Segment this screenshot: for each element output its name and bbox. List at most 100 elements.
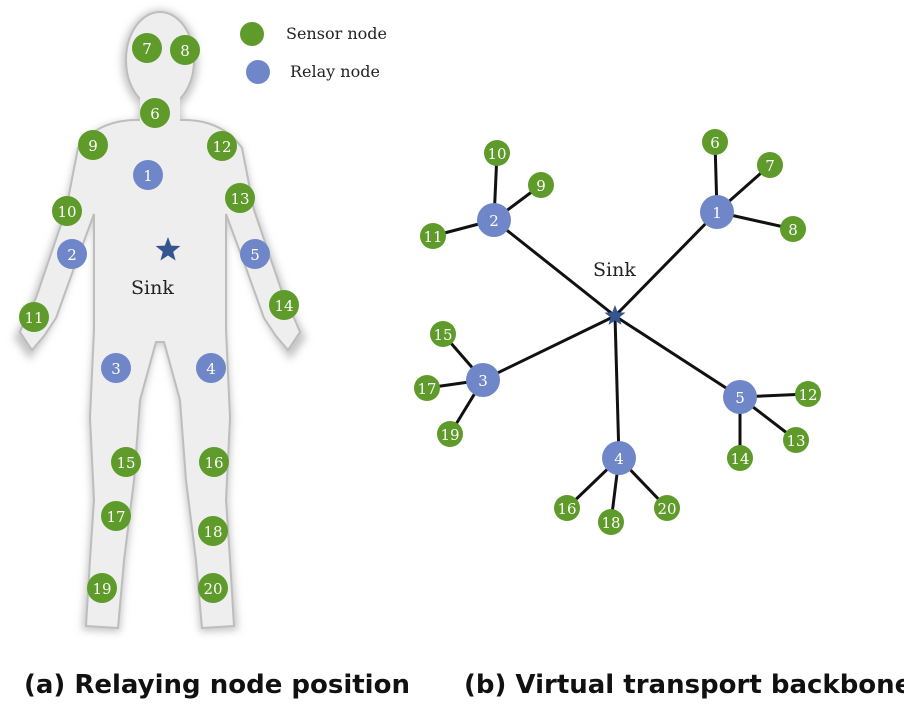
backbone-relay-node-5: 5	[723, 380, 757, 414]
sensor-node-12: 12	[207, 131, 237, 161]
sensor-node-18-label: 18	[203, 523, 222, 541]
legend-relay-label: Relay node	[290, 62, 380, 81]
backbone-sensor-node-14-label: 14	[730, 450, 749, 468]
relay-node-1: 1	[133, 160, 163, 190]
backbone-sensor-node-8: 8	[780, 216, 806, 242]
sensor-node-17-label: 17	[106, 508, 125, 526]
backbone-relay-node-2-label: 2	[489, 212, 499, 230]
sensor-node-16: 16	[199, 447, 229, 477]
legend-sensor-swatch	[240, 22, 264, 46]
backbone-sensor-node-9-label: 9	[536, 177, 546, 195]
legend-relay-swatch	[246, 60, 270, 84]
backbone-sensor-node-8-circle	[780, 216, 806, 242]
sensor-node-7-circle	[132, 33, 162, 63]
relay-node-3-label: 3	[111, 360, 121, 378]
sensor-node-15-label: 15	[116, 454, 135, 472]
backbone-sensor-node-10-circle	[484, 140, 510, 166]
backbone-sensor-node-15-circle	[430, 321, 456, 347]
backbone-relay-node-1-label: 1	[712, 204, 722, 222]
backbone-relay-node-2: 2	[477, 203, 511, 237]
relay-node-2-circle	[57, 239, 87, 269]
sensor-node-8-circle	[170, 35, 200, 65]
backbone-sensor-node-20: 20	[654, 495, 680, 521]
backbone-relay-node-3: 3	[466, 363, 500, 397]
backbone-sensor-node-16: 16	[554, 495, 580, 521]
sensor-node-15: 15	[111, 447, 141, 477]
backbone-sensor-node-7-label: 7	[765, 157, 775, 175]
sensor-node-14-circle	[269, 290, 299, 320]
backbone-sensor-node-11-circle	[420, 223, 446, 249]
relay-node-5-label: 5	[250, 246, 260, 264]
sensor-node-9-label: 9	[88, 137, 98, 155]
sensor-node-14: 14	[269, 290, 299, 320]
sensor-node-8: 8	[170, 35, 200, 65]
link-sink-relay-1	[613, 210, 719, 318]
link-sink-relay-2	[493, 218, 616, 318]
sensor-node-20-label: 20	[203, 580, 222, 598]
backbone-relay-node-1-circle	[700, 195, 734, 229]
backbone-relay-node-3-label: 3	[478, 372, 488, 390]
sink-star-a	[155, 237, 181, 261]
backbone-sensor-node-16-circle	[554, 495, 580, 521]
sensor-node-16-circle	[199, 447, 229, 477]
sensor-node-18: 18	[198, 516, 228, 546]
backbone-sensor-node-13-circle	[783, 427, 809, 453]
backbone-sensor-node-13-label: 13	[786, 432, 805, 450]
backbone-sensor-node-12-label: 12	[798, 386, 817, 404]
backbone-sensor-node-15: 15	[430, 321, 456, 347]
backbone-sensor-node-6-circle	[702, 129, 728, 155]
sensor-node-18-circle	[198, 516, 228, 546]
sensor-node-16-label: 16	[204, 454, 223, 472]
relay-node-4: 4	[196, 353, 226, 383]
backbone-relay-node-3-circle	[466, 363, 500, 397]
relay-node-3-circle	[101, 353, 131, 383]
caption-a: (a) Relaying node position	[24, 670, 410, 700]
sensor-node-20-circle	[198, 573, 228, 603]
backbone-sensor-node-10: 10	[484, 140, 510, 166]
sensor-node-6-label: 6	[150, 105, 160, 123]
link-sink-relay-5	[614, 314, 741, 399]
backbone-sensor-node-7: 7	[757, 152, 783, 178]
backbone-relay-node-4: 4	[602, 441, 636, 475]
sensor-node-11-label: 11	[24, 309, 43, 327]
backbone-sensor-node-20-circle	[654, 495, 680, 521]
sensor-node-13-label: 13	[230, 190, 249, 208]
backbone-sensor-node-17-label: 17	[417, 380, 436, 398]
relay-node-4-circle	[196, 353, 226, 383]
backbone-sensor-node-11-label: 11	[423, 228, 442, 246]
backbone-sensor-node-9: 9	[528, 172, 554, 198]
sensor-node-19-label: 19	[92, 580, 111, 598]
sensor-node-17-circle	[101, 501, 131, 531]
backbone-sensor-node-8-label: 8	[788, 221, 798, 239]
sensor-node-6: 6	[140, 98, 170, 128]
backbone-relay-node-5-circle	[723, 380, 757, 414]
sensor-node-11-circle	[19, 302, 49, 332]
backbone-sensor-node-12-circle	[795, 381, 821, 407]
backbone-relay-node-4-circle	[602, 441, 636, 475]
sensor-node-19-circle	[87, 573, 117, 603]
backbone-sensor-node-18: 18	[598, 509, 624, 535]
relay-node-2-label: 2	[67, 246, 77, 264]
sensor-node-17: 17	[101, 501, 131, 531]
backbone-sensor-node-13: 13	[783, 427, 809, 453]
backbone-sensor-node-14: 14	[727, 445, 753, 471]
sink-label-b: Sink	[593, 259, 636, 281]
backbone-sensor-node-6: 6	[702, 129, 728, 155]
backbone-sensor-node-18-label: 18	[601, 514, 620, 532]
relay-node-5-circle	[240, 239, 270, 269]
sensor-node-7: 7	[132, 33, 162, 63]
backbone-sensor-node-15-label: 15	[433, 326, 452, 344]
sensor-node-12-circle	[207, 131, 237, 161]
legend: Sensor node Relay node	[240, 22, 387, 84]
legend-sensor-label: Sensor node	[286, 24, 387, 43]
backbone-relay-node-5-label: 5	[735, 389, 745, 407]
backbone-sensor-node-17: 17	[414, 375, 440, 401]
sensor-node-15-circle	[111, 447, 141, 477]
sensor-node-10: 10	[52, 196, 82, 226]
sensor-node-12-label: 12	[212, 138, 231, 156]
backbone-sensor-node-14-circle	[727, 445, 753, 471]
relay-node-4-label: 4	[206, 360, 216, 378]
sensor-node-6-circle	[140, 98, 170, 128]
